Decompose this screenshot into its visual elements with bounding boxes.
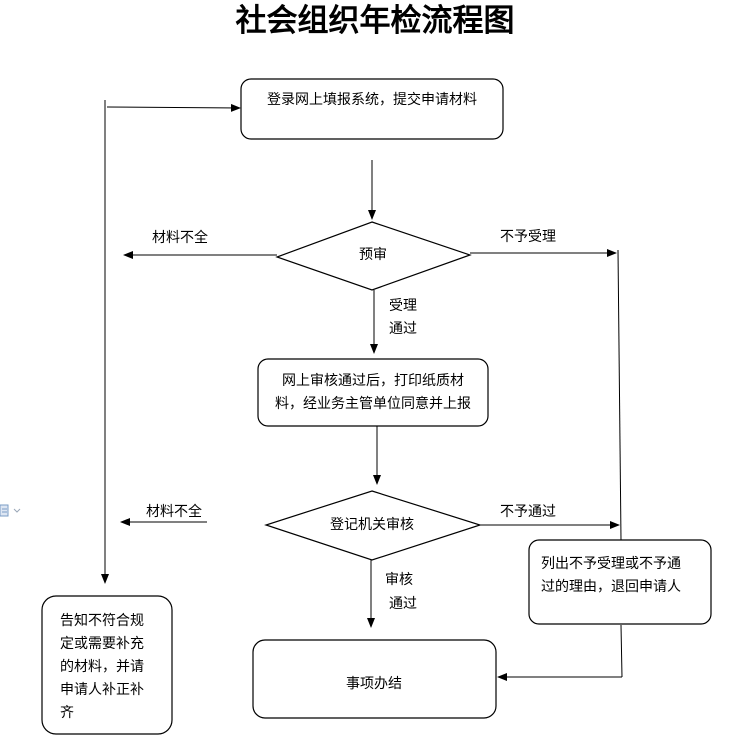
node-notify-line2: 定或需要补充: [60, 636, 144, 652]
node-notify-line5: 齐: [60, 705, 74, 721]
node-reject-reason: [528, 539, 712, 625]
node-prereview-label: 预审: [359, 247, 387, 263]
right-vertical: [617, 249, 622, 541]
edge-label-approved-line1: 审核: [385, 572, 413, 588]
node-online-review: [257, 358, 489, 427]
node-start: [240, 78, 504, 140]
node-notify-line3: 的材料，并请: [60, 659, 144, 675]
node-notify-line1: 告知不符合规: [60, 612, 144, 629]
edge-label-approved-line2: 通过: [389, 596, 417, 612]
edge-label-reject-accept: 不予受理: [500, 229, 556, 245]
node-finish-label: 事项办结: [346, 676, 402, 692]
edge-label-missing2: 材料不全: [146, 503, 202, 520]
right-vertical-lower: [620, 624, 623, 678]
document-icon: [0, 504, 21, 517]
node-start-label: 登录网上填报系统，提交申请材料: [267, 91, 477, 108]
edge-label-missing1: 材料不全: [152, 229, 208, 246]
loop-back-to-start: [106, 103, 241, 112]
node-online-review-line1: 网上审核通过后，打印纸质材: [282, 372, 464, 389]
connectors: [101, 100, 623, 681]
node-finish: [252, 639, 497, 719]
node-notify-line4: 申请人补正补: [60, 682, 144, 698]
node-notify-missing: [41, 595, 173, 735]
edge-label-reject-pass: 不予通过: [500, 504, 556, 520]
edge-label-accepted-line2: 通过: [389, 321, 417, 337]
node-registry-review-label: 登记机关审核: [330, 517, 414, 533]
edge-label-accepted-line1: 受理: [389, 298, 417, 314]
node-online-review-line2: 料，经业务主管单位同意并上报: [275, 395, 471, 412]
node-reject-line1: 列出不予受理或不予通: [541, 556, 681, 572]
node-reject-line2: 过的理由，退回申请人: [541, 579, 681, 595]
page-title: 社会组织年检流程图: [236, 3, 515, 39]
node-registry-review: [264, 490, 482, 561]
node-prereview: [275, 221, 472, 291]
